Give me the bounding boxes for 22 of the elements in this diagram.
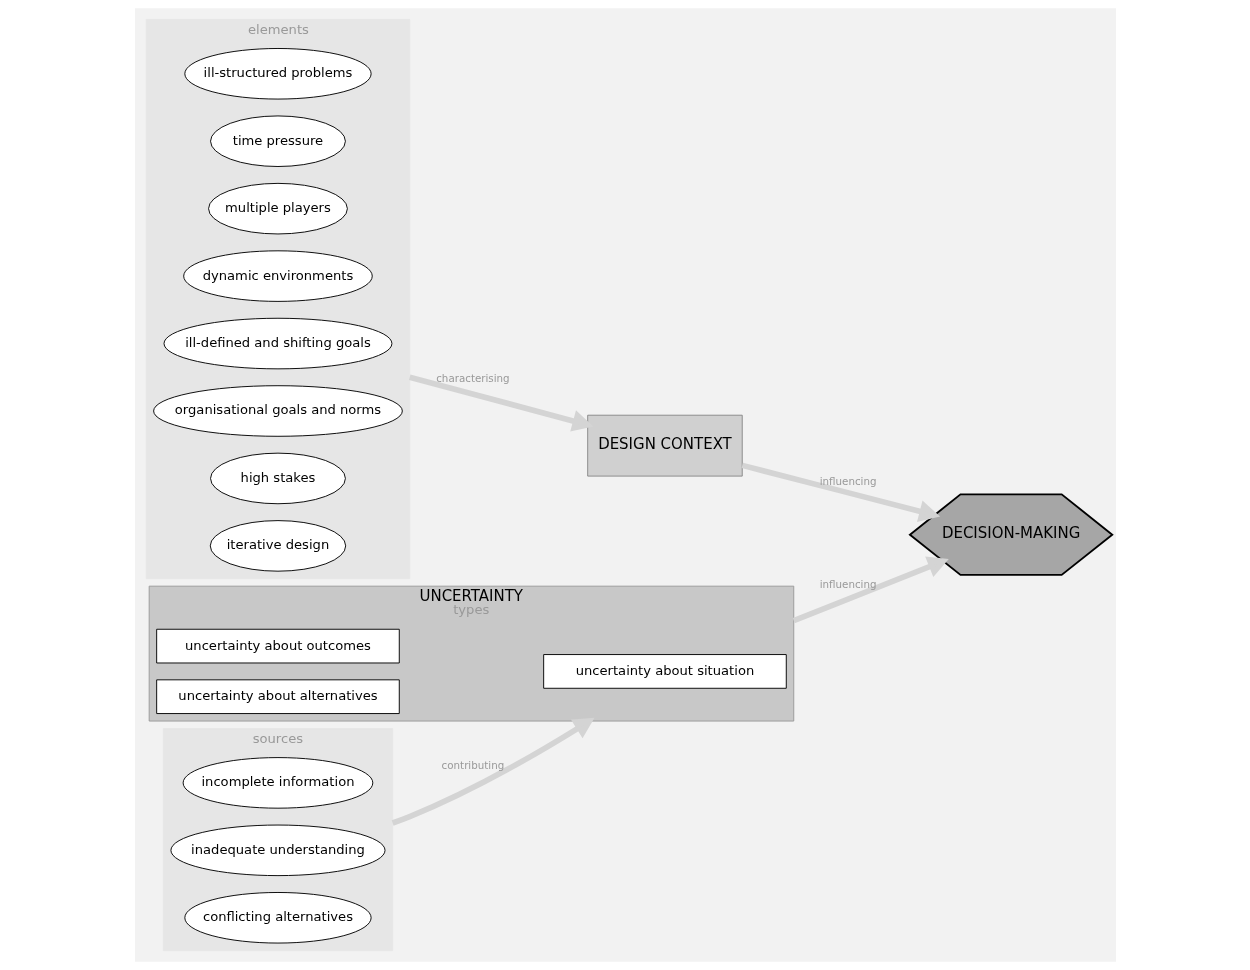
node-ellipse: conflicting alternatives bbox=[183, 892, 372, 944]
node-ellipse: time pressure bbox=[209, 115, 346, 167]
node-ellipse: dynamic environments bbox=[182, 250, 373, 302]
arrow bbox=[741, 462, 940, 522]
node-ellipse: iterative design bbox=[209, 520, 346, 572]
edge-label: characterising bbox=[435, 371, 510, 384]
edge-label: influencing bbox=[819, 474, 877, 487]
node-box: uncertainty about alternatives bbox=[155, 679, 400, 715]
node-box: uncertainty about situation bbox=[542, 654, 787, 689]
node-box: DESIGN CONTEXT bbox=[586, 414, 743, 477]
node-ellipse: ill-defined and shifting goals bbox=[163, 317, 392, 370]
edge-label: contributing bbox=[441, 758, 504, 771]
node-box: uncertainty about outcomes bbox=[155, 628, 400, 664]
edge-label: influencing bbox=[819, 577, 877, 590]
node-ellipse: multiple players bbox=[207, 182, 348, 235]
node-ellipse: incomplete information bbox=[182, 757, 373, 809]
node-ellipse: ill-structured problems bbox=[183, 48, 372, 100]
arrow bbox=[391, 717, 595, 826]
node-ellipse: inadequate understanding bbox=[169, 824, 385, 877]
node-ellipse: high stakes bbox=[209, 452, 346, 505]
arrow bbox=[792, 556, 949, 624]
node-ellipse: organisational goals and norms bbox=[152, 385, 403, 437]
